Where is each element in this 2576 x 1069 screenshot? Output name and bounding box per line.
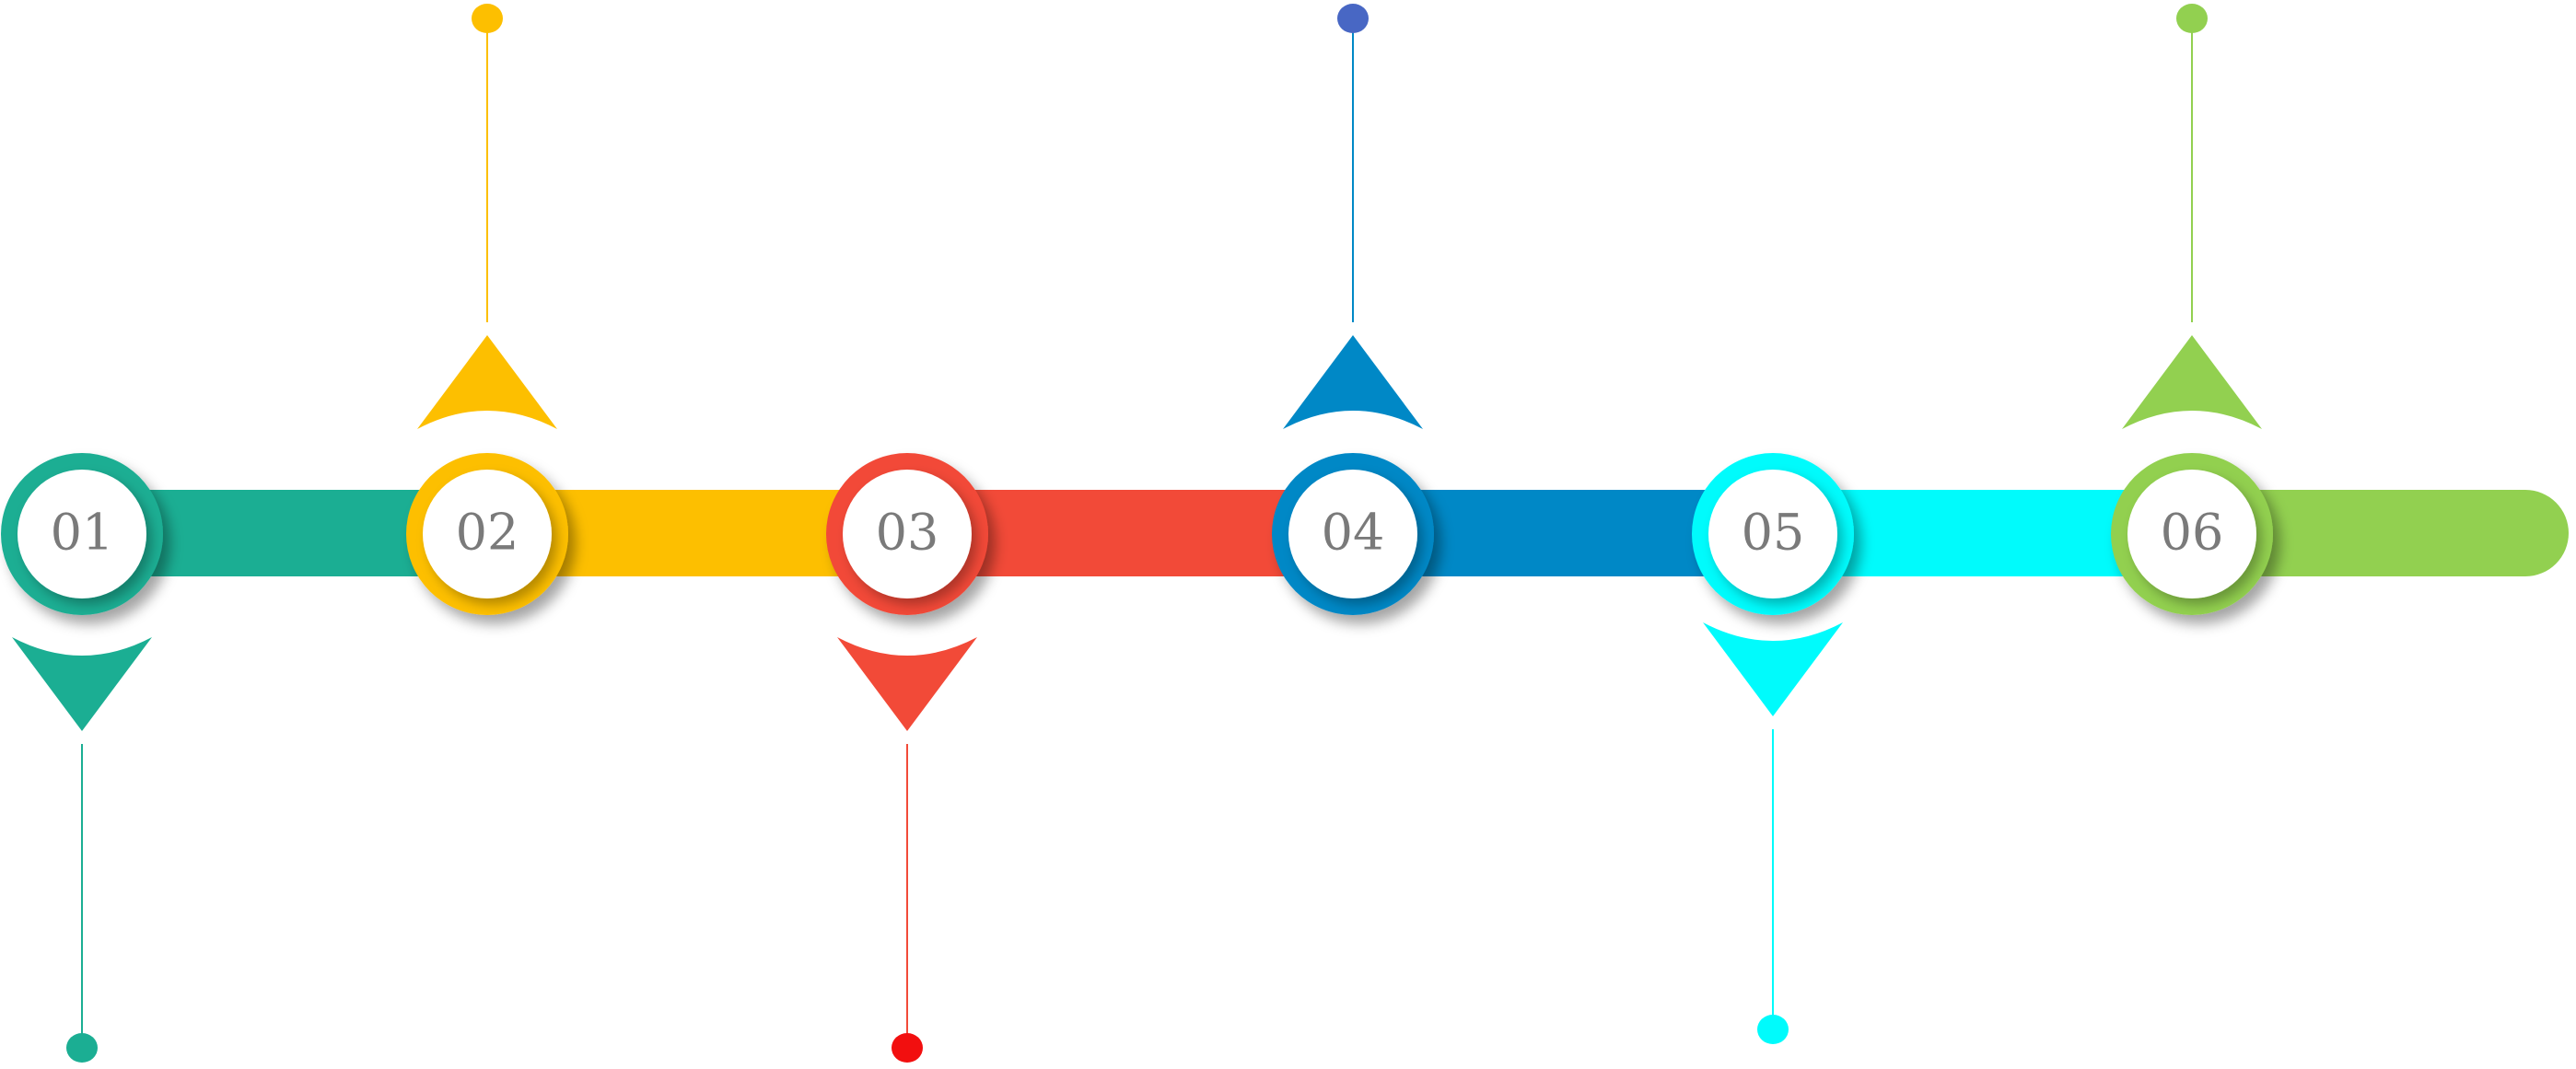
- step-node-02: 02: [406, 453, 568, 615]
- pointer-dot-05: [1757, 1015, 1789, 1044]
- timeline-bars: [82, 490, 2569, 576]
- step-number-04: 04: [1322, 504, 1385, 562]
- timeline-nodes: 01 02 03 04 05 06: [1, 453, 2273, 615]
- pointer-dot-04: [1337, 4, 1369, 33]
- pointer-dot-06: [2176, 4, 2208, 33]
- step-number-05: 05: [1742, 504, 1805, 562]
- step-inner-circle-03: [843, 470, 972, 598]
- step-inner-circle-06: [2127, 470, 2256, 598]
- step-node-03: 03: [826, 453, 988, 615]
- step-number-03: 03: [876, 504, 939, 562]
- step-node-06: 06: [2111, 453, 2273, 615]
- pointer-dot-01: [66, 1033, 98, 1063]
- step-inner-circle-04: [1288, 470, 1417, 598]
- pointer-dot-03: [892, 1033, 923, 1063]
- step-node-04: 04: [1272, 453, 1434, 615]
- timeline-bar-05: [1773, 490, 2220, 576]
- step-inner-circle-01: [17, 470, 146, 598]
- pointer-triangle-02: [417, 335, 557, 429]
- pointer-01: [12, 637, 152, 1063]
- timeline-bar-02: [487, 490, 935, 576]
- step-node-01: 01: [1, 453, 163, 615]
- pointer-03: [837, 637, 977, 1063]
- pointer-triangle-06: [2122, 335, 2262, 429]
- timeline-bar-03: [907, 490, 1381, 576]
- pointer-04: [1283, 4, 1423, 429]
- step-number-02: 02: [456, 504, 519, 562]
- pointer-triangle-05: [1703, 622, 1843, 716]
- pointer-triangle-01: [12, 637, 152, 731]
- pointer-dot-02: [472, 4, 503, 33]
- step-inner-circle-02: [423, 470, 552, 598]
- pointer-triangle-03: [837, 637, 977, 731]
- step-number-01: 01: [51, 504, 114, 562]
- step-number-06: 06: [2161, 504, 2224, 562]
- pointer-06: [2122, 4, 2262, 429]
- timeline-bar-01: [82, 490, 515, 576]
- timeline-bar-04: [1353, 490, 1801, 576]
- pointer-02: [417, 4, 557, 429]
- pointer-05: [1703, 622, 1843, 1044]
- pointer-triangle-04: [1283, 335, 1423, 429]
- step-node-05: 05: [1692, 453, 1854, 615]
- timeline-pointers: [12, 4, 2262, 1063]
- timeline-bar-06: [2192, 490, 2569, 576]
- step-inner-circle-05: [1708, 470, 1837, 598]
